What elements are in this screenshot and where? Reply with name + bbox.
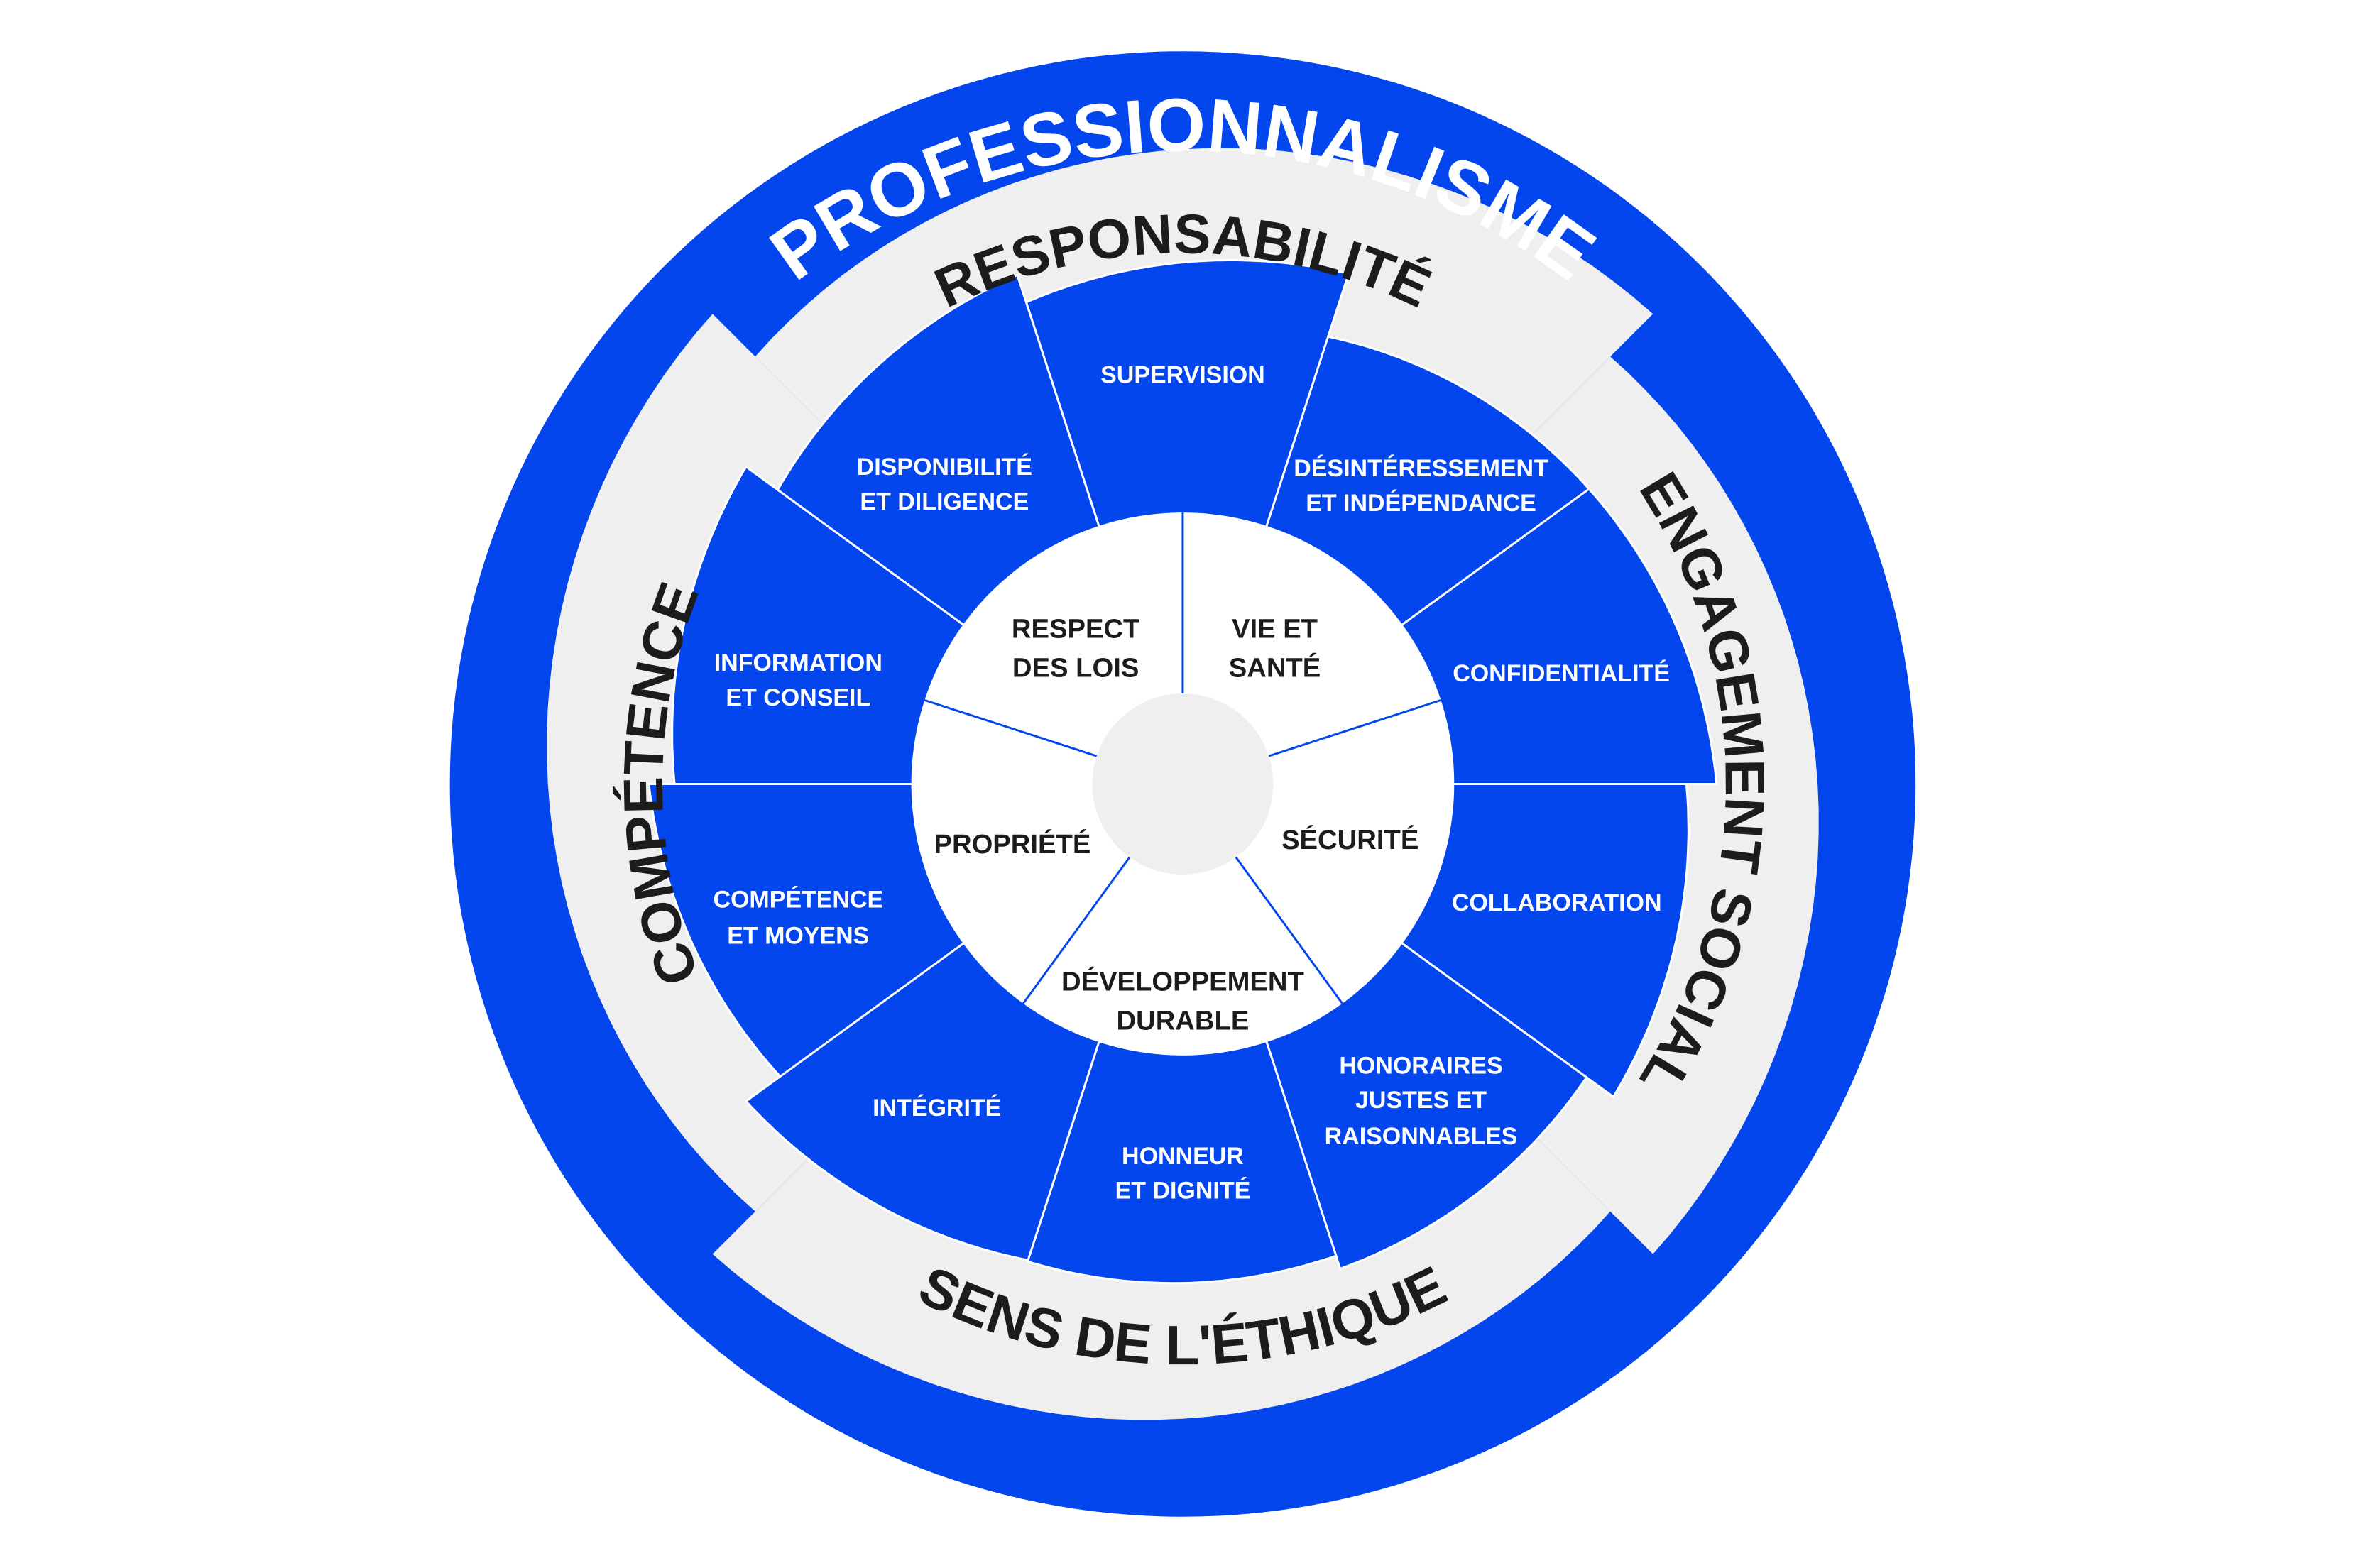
core-divider [924, 698, 1098, 757]
petal-label-supervision: SUPERVISION [1100, 362, 1265, 389]
petal-label-integrity: INTÉGRITÉ [873, 1095, 1001, 1122]
center-hub [1092, 693, 1274, 875]
core-dividers [924, 512, 1442, 1004]
petal-label-collaboration: COLLABORATION [1452, 889, 1662, 916]
petal-label-confidentiality: CONFIDENTIALITÉ [1453, 660, 1670, 687]
core-divider [1022, 856, 1131, 1004]
core-label-property: PROPRIÉTÉ [934, 828, 1090, 860]
core-divider [1235, 856, 1343, 1004]
core-label-security: SÉCURITÉ [1281, 824, 1418, 855]
core-divider [1268, 698, 1442, 757]
